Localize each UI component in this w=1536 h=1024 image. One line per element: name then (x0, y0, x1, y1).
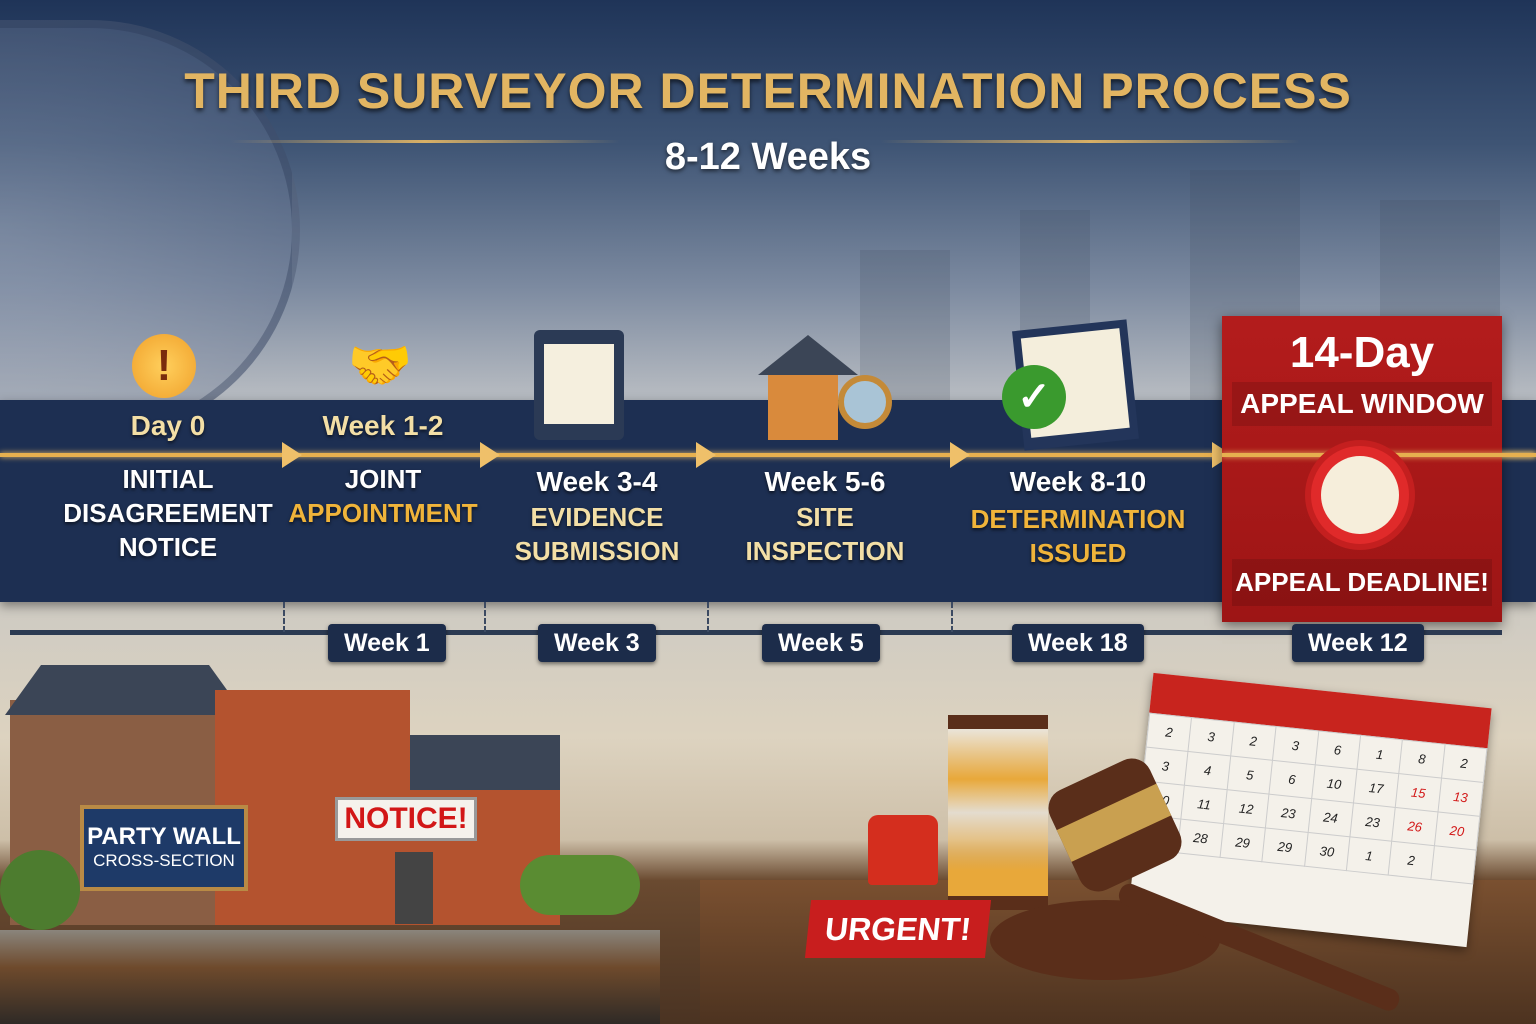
calendar-day: 23 (1349, 802, 1396, 842)
step-desc: DETERMINATION (970, 504, 1186, 534)
step-week: Week 8-10 (1009, 466, 1147, 497)
step-week-5-6: Week 5-6 SITE INSPECTION (715, 466, 935, 568)
bush (520, 855, 640, 915)
step-desc: SUBMISSION (514, 536, 680, 566)
calendar-day: 12 (1223, 789, 1270, 828)
subtitle: 8-12 Weeks (664, 136, 872, 178)
calendar-day: 20 (1434, 811, 1480, 851)
step-desc: INITIAL (122, 464, 214, 494)
bush (0, 850, 80, 930)
door (395, 852, 433, 924)
appeal-window-label: APPEAL WINDOW (1232, 382, 1492, 426)
handshake-icon: 🤝 (347, 337, 413, 395)
divider (283, 602, 285, 632)
clipboard-icon (534, 330, 624, 440)
calendar-day: 11 (1181, 785, 1227, 824)
calendar-day: 28 (1177, 819, 1224, 858)
hourglass-icon (948, 715, 1048, 910)
calendar-day: 13 (1437, 778, 1484, 817)
notice-sign: NOTICE! (335, 797, 477, 841)
calendar-day: 6 (1314, 730, 1361, 770)
week-marker: Week 18 (1012, 624, 1144, 662)
step-week: Week 1-2 (322, 410, 444, 441)
calendar-day (1430, 845, 1477, 884)
calendar-day: 2 (1388, 841, 1435, 880)
page-title: THIRD SURVEYOR DETERMINATION PROCESS (184, 63, 1352, 119)
calendar-day: 3 (1272, 726, 1319, 765)
calendar-day: 30 (1304, 832, 1350, 871)
step-week: Week 3-4 (536, 466, 658, 497)
calendar-day: 2 (1146, 713, 1192, 752)
week-marker: Week 5 (762, 624, 880, 662)
calendar-day: 17 (1353, 769, 1400, 808)
step-day-0: Day 0 INITIAL DISAGREEMENT NOTICE (58, 410, 278, 564)
calendar-day: 1 (1356, 735, 1403, 774)
timeline-track (0, 453, 1536, 457)
calendar-day: 1 (1346, 836, 1392, 876)
step-desc: NOTICE (118, 532, 218, 562)
calendar-day: 23 (1265, 794, 1312, 833)
calendar-day: 26 (1391, 807, 1438, 846)
party-wall-title: PARTY WALL (87, 823, 241, 850)
step-week-3-4: Week 3-4 EVIDENCE SUBMISSION (487, 466, 707, 568)
arrow-icon (282, 442, 302, 468)
house-magnifier-icon (748, 335, 898, 440)
divider (230, 140, 620, 143)
week-marker: Week 3 (538, 624, 656, 662)
calendar-day: 2 (1230, 722, 1277, 761)
appeal-deadline-label: APPEAL DEADLINE! (1232, 559, 1492, 606)
calendar-day: 2 (1441, 744, 1487, 783)
week-ruler (10, 630, 1502, 635)
divider (951, 602, 953, 632)
step-week: Day 0 (130, 410, 206, 441)
step-week-8-10: Week 8-10 DETERMINATION ISSUED (958, 466, 1198, 570)
calendar-day: 15 (1395, 773, 1442, 812)
exclamation-icon: ! (132, 334, 196, 398)
calendar-day: 6 (1269, 760, 1315, 799)
week-marker: Week 1 (328, 624, 446, 662)
check-icon: ✓ (1002, 365, 1066, 429)
step-desc: APPOINTMENT (288, 498, 478, 528)
calendar-day: 3 (1188, 717, 1235, 756)
calendar-day: 10 (1311, 764, 1357, 803)
step-desc: EVIDENCE (530, 502, 664, 532)
step-desc: JOINT (344, 464, 422, 494)
calendar-day: 4 (1184, 751, 1231, 790)
party-wall-subtitle: CROSS-SECTION (93, 851, 235, 870)
divider (484, 602, 486, 632)
step-week: Week 5-6 (764, 466, 886, 497)
week-marker: Week 12 (1292, 624, 1424, 662)
alarm-light-icon (868, 815, 938, 885)
roof (410, 735, 560, 790)
arrow-icon (696, 442, 716, 468)
background-building (860, 250, 950, 400)
ground-cross-section (0, 930, 660, 1024)
appeal-days: 14-Day (1289, 328, 1435, 377)
calendar-day: 5 (1226, 755, 1273, 795)
calendar-day: 29 (1261, 827, 1308, 867)
divider (707, 602, 709, 632)
arrow-icon (950, 442, 970, 468)
step-desc: ISSUED (1029, 538, 1127, 568)
arrow-icon (480, 442, 500, 468)
step-desc: SITE (796, 502, 854, 532)
party-wall-sign: PARTY WALL CROSS-SECTION (80, 805, 248, 891)
calendar-day: 8 (1399, 739, 1445, 779)
divider (880, 140, 1300, 143)
alarm-clock-icon (1305, 440, 1415, 550)
calendar-day: 29 (1219, 823, 1266, 862)
roof (5, 665, 245, 715)
step-week-1-2: Week 1-2 JOINT APPOINTMENT (273, 410, 493, 530)
step-desc: DISAGREEMENT (63, 498, 273, 528)
step-desc: INSPECTION (745, 536, 905, 566)
urgent-sign: URGENT! (804, 900, 992, 958)
calendar-day: 24 (1307, 798, 1354, 837)
